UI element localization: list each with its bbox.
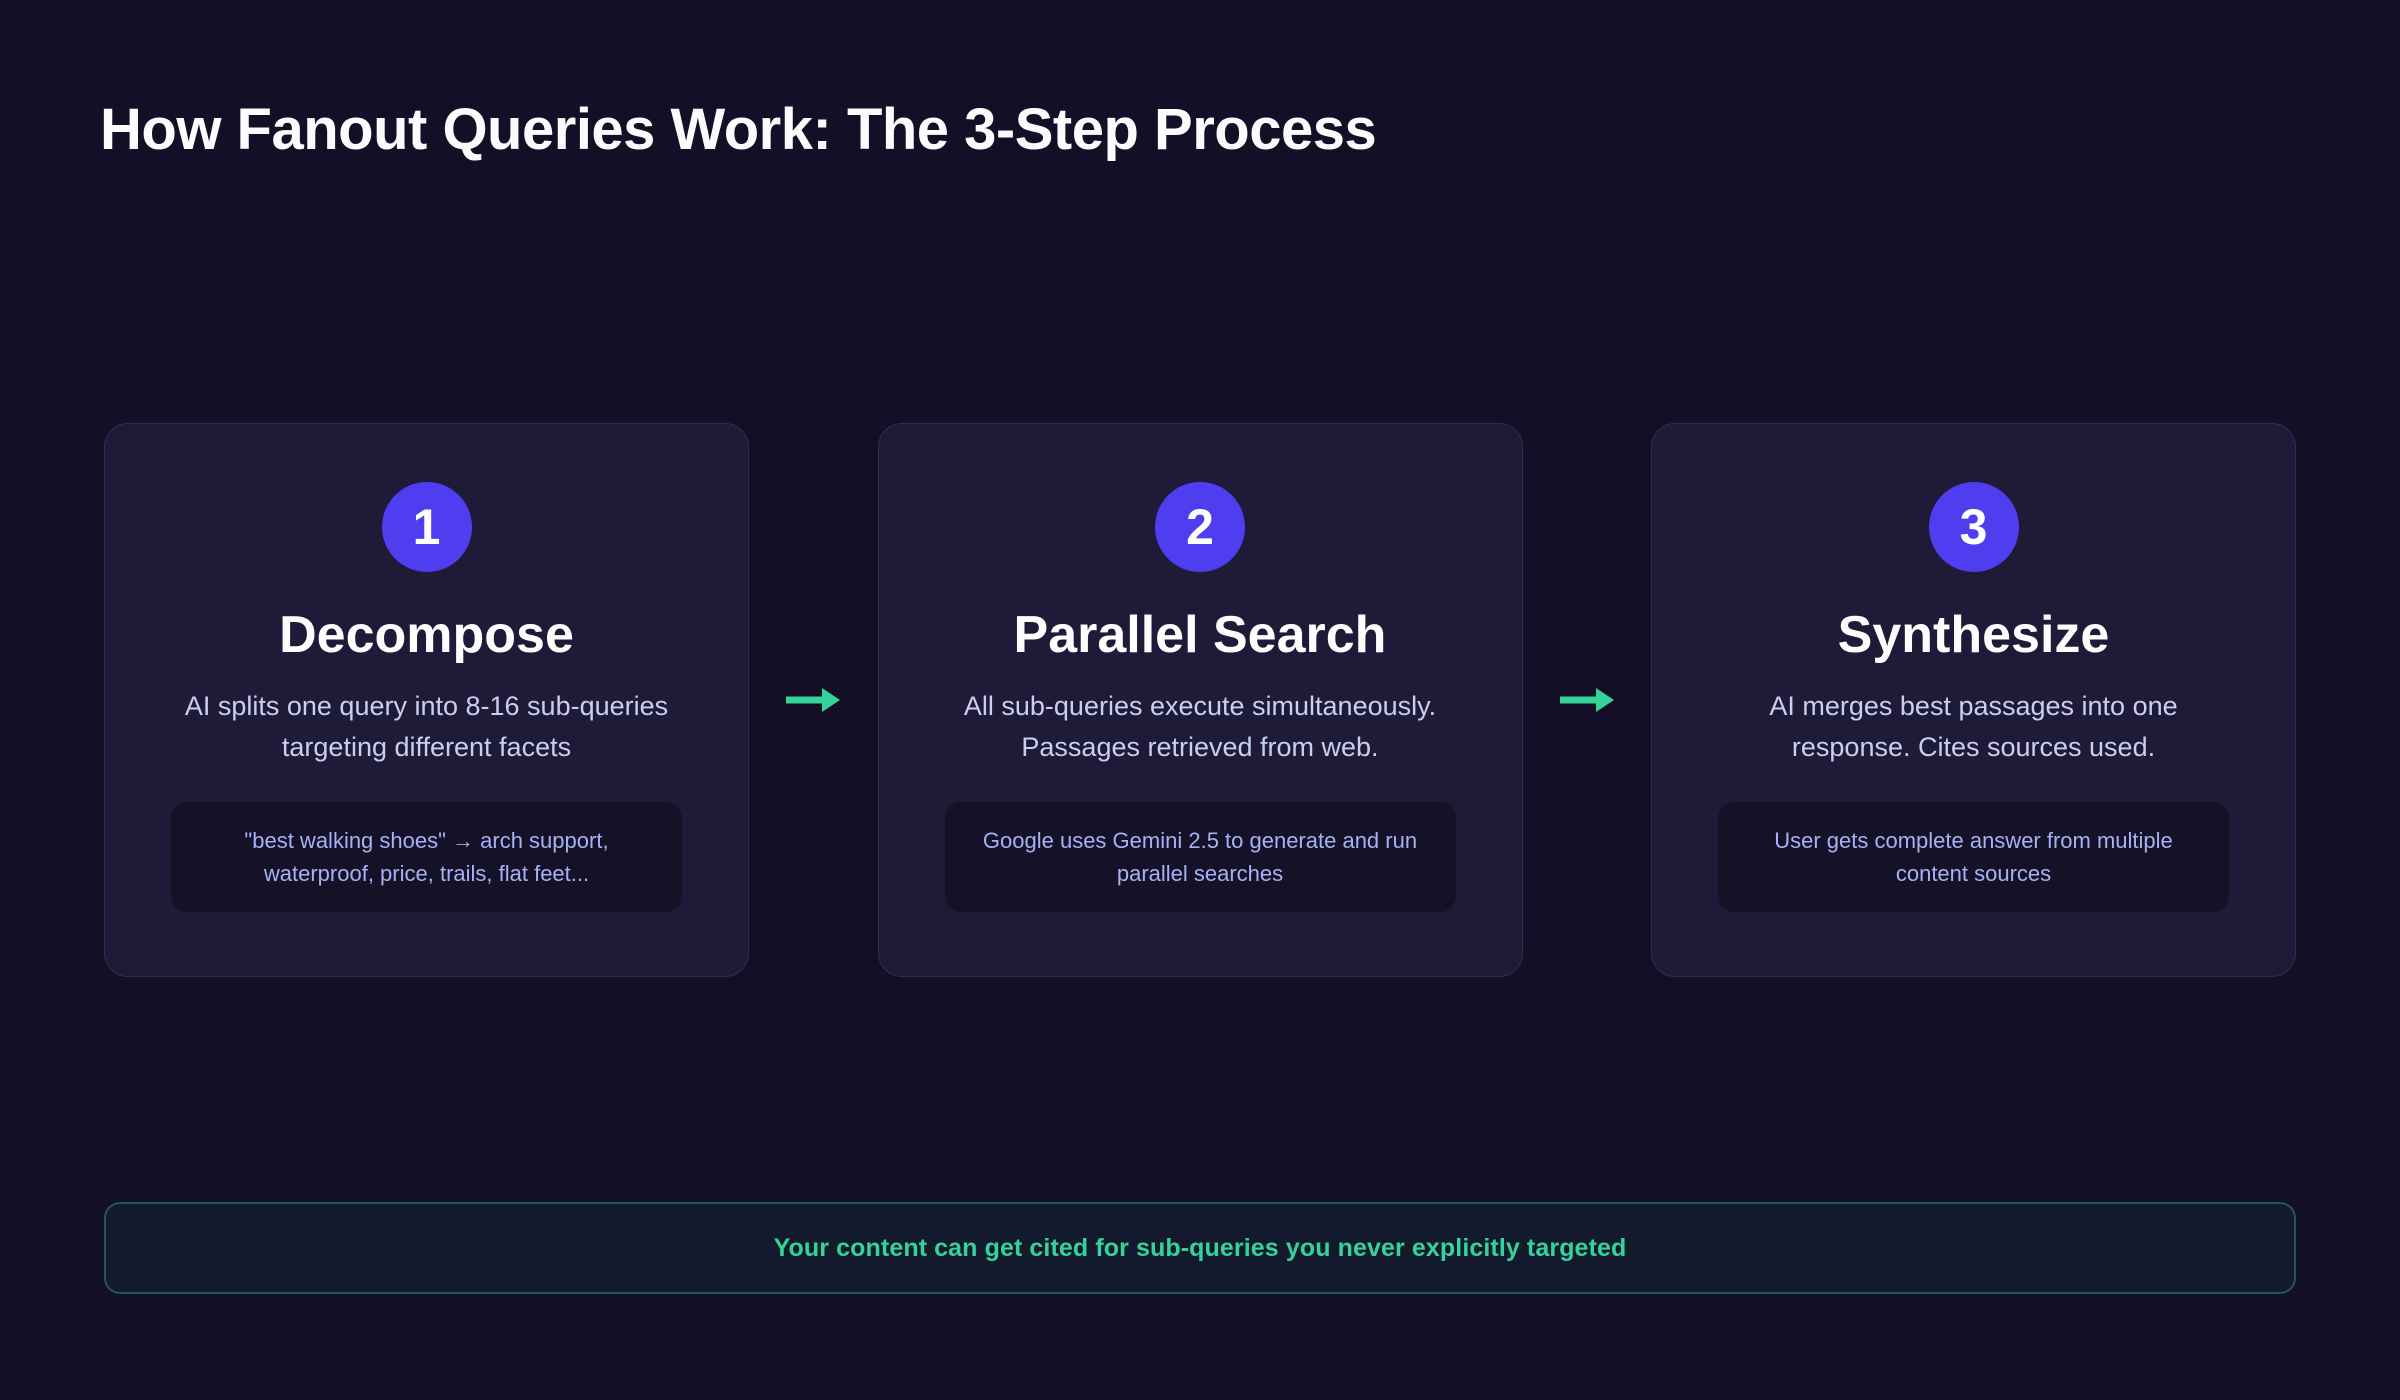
step-example-note: Google uses Gemini 2.5 to generate and r… bbox=[944, 802, 1456, 913]
step-number-badge: 2 bbox=[1155, 481, 1245, 572]
step-description: All sub-queries execute simultaneously. … bbox=[963, 691, 1437, 763]
step-number-badge: 3 bbox=[1928, 481, 2019, 572]
right-arrow-icon bbox=[759, 682, 867, 718]
steps-row: 1 Decompose AI splits one query into 8-1… bbox=[104, 404, 2296, 996]
right-arrow-icon bbox=[1533, 682, 1641, 718]
callout-banner: Your content can get cited for sub-queri… bbox=[104, 1202, 2296, 1294]
step-card-decompose: 1 Decompose AI splits one query into 8-1… bbox=[104, 422, 749, 978]
page-title: How Fanout Queries Work: The 3-Step Proc… bbox=[100, 97, 1377, 162]
step-title: Decompose bbox=[279, 605, 574, 664]
step-example-note: User gets complete answer from multiple … bbox=[1718, 802, 2229, 913]
step-description: AI merges best passages into one respons… bbox=[1769, 691, 2178, 763]
callout-message: Your content can get cited for sub-queri… bbox=[773, 1233, 1627, 1262]
step-title: Parallel Search bbox=[1013, 605, 1387, 664]
step-example-note: "best walking shoes" → arch support, wat… bbox=[171, 802, 682, 913]
step-description: AI splits one query into 8-16 sub-querie… bbox=[184, 691, 669, 763]
step-card-synthesize: 3 Synthesize AI merges best passages int… bbox=[1651, 422, 2296, 978]
step-title: Synthesize bbox=[1837, 605, 2110, 664]
step-number-badge: 1 bbox=[381, 481, 472, 572]
step-card-parallel-search: 2 Parallel Search All sub-queries execut… bbox=[877, 422, 1523, 978]
